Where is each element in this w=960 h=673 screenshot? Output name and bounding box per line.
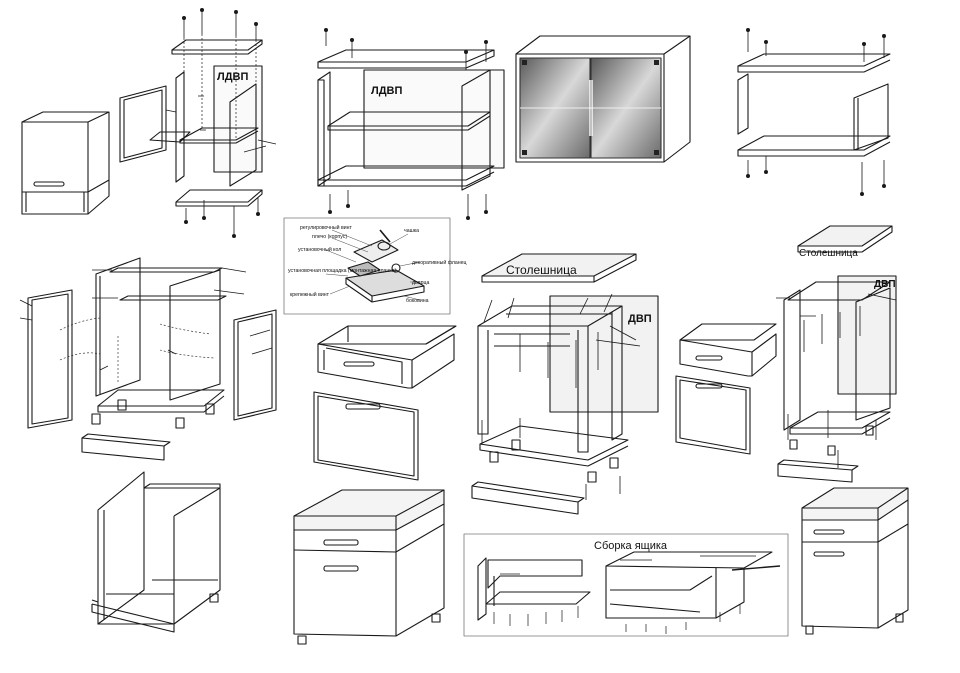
drawer-base-exploded bbox=[776, 225, 897, 483]
hinge-callout-cup: чашка bbox=[404, 228, 420, 234]
hinge-callout-fix-screw: крепежный винт bbox=[290, 292, 329, 298]
drawer-cabinet-assembled-middle bbox=[293, 489, 445, 645]
wall-cabinet-exploded bbox=[119, 8, 277, 238]
hinge-detail-box bbox=[283, 217, 451, 315]
open-shelf-exploded bbox=[317, 28, 505, 220]
hinge-callout-side: боковина bbox=[406, 298, 429, 304]
label-drawer-assembly-title: Сборка ящика bbox=[594, 540, 668, 552]
label-dvp-sink-base: ДВП bbox=[628, 313, 652, 325]
label-countertop-drawer-base: Столешница bbox=[799, 248, 858, 259]
hinge-callout-mount-plate: установочная площадка (монтажная планка) bbox=[288, 268, 397, 274]
base-cabinet-assembled-open bbox=[91, 471, 221, 633]
hinge-callout-flange: декоративный фланец bbox=[412, 260, 467, 266]
base-cabinet-two-doors-exploded bbox=[19, 257, 277, 461]
drawer-assembly-box bbox=[463, 533, 789, 637]
wall-cabinet-assembled bbox=[21, 111, 110, 215]
hinge-callout-adjust-screw: регулировочный винт bbox=[300, 225, 352, 231]
label-ldvp-wall-cabinet: ЛДВП bbox=[217, 71, 249, 83]
drawer-exploded-right bbox=[675, 323, 777, 455]
glass-cabinet-assembled bbox=[515, 35, 691, 163]
hinge-callout-door: дверца bbox=[412, 280, 430, 286]
sink-base-exploded bbox=[471, 253, 659, 515]
drawer-exploded-middle bbox=[313, 325, 457, 481]
hinge-callout-mount-stake: установочный кол bbox=[298, 247, 342, 253]
label-dvp-drawer-base: ДВП bbox=[874, 279, 896, 290]
label-countertop-sink-base: Столешница bbox=[506, 263, 577, 277]
hinge-callout-arm: плечо (корпус) bbox=[312, 234, 348, 240]
open-shelf-right-exploded bbox=[737, 28, 891, 196]
drawer-cabinet-assembled-right bbox=[801, 487, 909, 635]
label-ldvp-open-shelf: ЛДВП bbox=[371, 85, 403, 97]
